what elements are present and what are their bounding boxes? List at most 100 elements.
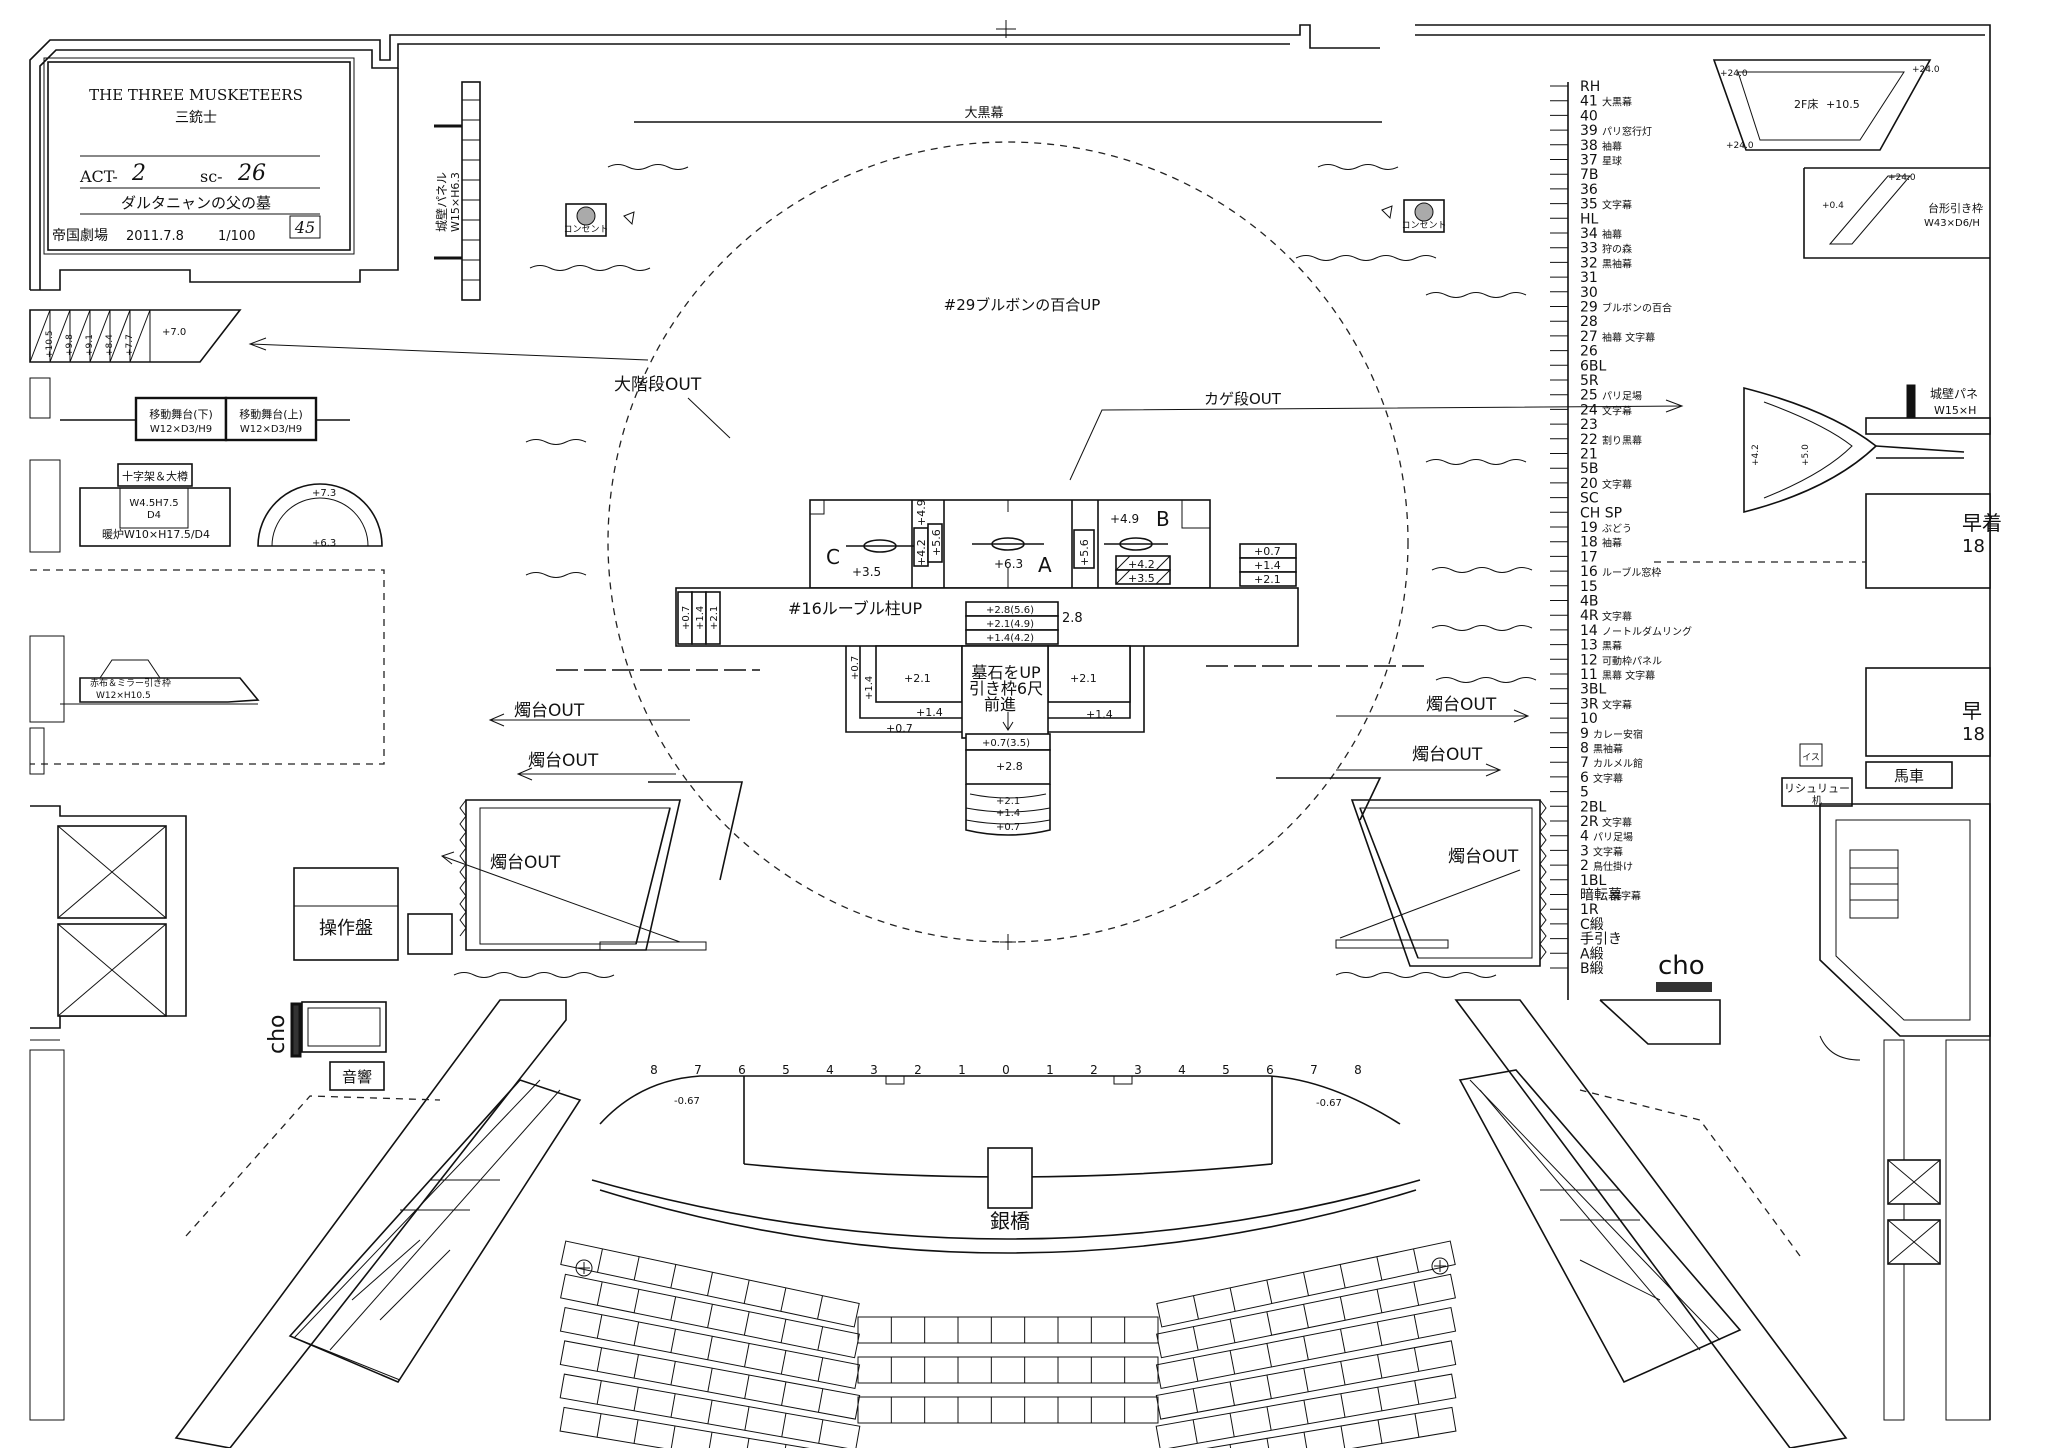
seat-row — [559, 1373, 861, 1448]
kage-stairs-out: カゲ段OUT — [1069, 390, 1684, 481]
rw-14: +1.4 — [1086, 708, 1113, 721]
lw-14v: +1.4 — [864, 676, 875, 700]
down-step-4: +1.4 — [996, 808, 1020, 819]
fly-bar-label: 1BL — [1580, 873, 1607, 889]
seat-row — [559, 1307, 861, 1389]
scene-number: 26 — [237, 161, 266, 186]
second-floor-105: +10.5 — [1826, 98, 1860, 111]
center-step-1: +2.8(5.6) — [986, 605, 1034, 616]
fly-bar-label: B緞 — [1580, 961, 1604, 977]
stage-number: 7 — [694, 1063, 702, 1077]
fly-bar-note: 文字幕 — [1602, 698, 1632, 711]
fly-bar-note: ぶどう — [1602, 523, 1632, 535]
stage-number: 1 — [1046, 1063, 1054, 1077]
cart-size: W12×H10.5 — [96, 691, 151, 701]
fly-bar-label: 1R — [1580, 902, 1599, 918]
fly-bar-label: 暗転幕 — [1580, 888, 1622, 904]
black-curtain-label: 大黒幕 — [964, 106, 1003, 121]
act-number: 2 — [131, 161, 146, 186]
left-step-14: +1.4 — [695, 606, 706, 630]
plat-a-height: +6.3 — [994, 557, 1023, 571]
fly-bar-label: 24 — [1580, 402, 1598, 418]
candle-out-3: 燭台OUT — [1426, 695, 1497, 715]
fly-bar-note: 文字幕 — [1593, 772, 1623, 785]
richelieu-label: リシュリュー — [1784, 782, 1850, 795]
lily-label: #29ブルボンの百合UP — [944, 296, 1101, 314]
seat-row — [559, 1406, 861, 1448]
step-42-label: +4.2 — [915, 539, 928, 566]
fly-bar-label: 15 — [1580, 579, 1598, 595]
stage-number: 5 — [1222, 1063, 1230, 1077]
seat-row — [1155, 1373, 1457, 1448]
castle-wall-right-size: W15×H — [1934, 404, 1976, 417]
seat-row — [1155, 1406, 1457, 1448]
plat-c-height: +3.5 — [852, 565, 881, 579]
right-side-scenery: 2F床 +10.5 +24.0 +24.0 +24.0 +24.0 +0.4 台… — [1599, 59, 2002, 1421]
quick-change-num: 18 — [1962, 536, 1985, 557]
center-platforms: C +3.5 +6.3 A +4.9 B +4.2 +4.9 +5.6 +5.6… — [675, 499, 1299, 836]
zone-b-letter: B — [1156, 507, 1170, 531]
arch-63: +6.3 — [312, 538, 336, 549]
fly-bar-label: 12 — [1580, 652, 1598, 668]
fly-bar-note: 鳥仕掛け — [1593, 860, 1633, 873]
fly-bar-label: 29 — [1580, 300, 1598, 316]
stair-91: +9.1 — [85, 334, 95, 356]
stage-number: 8 — [1354, 1063, 1362, 1077]
fly-bar-note: 黒袖幕 — [1593, 743, 1623, 756]
act-label: ACT- — [79, 167, 118, 186]
side-gallery-left — [174, 999, 582, 1448]
candle-out-2: 燭台OUT — [528, 751, 599, 771]
tomb-label-3: 前進 — [984, 695, 1016, 714]
plat-b2-height: +4.2 — [1128, 558, 1155, 571]
fly-bar-label: 7 — [1580, 755, 1589, 771]
fly-bar-note: ルーブル窓枠 — [1602, 566, 1661, 579]
castle-wall-label: 城壁パネル — [434, 172, 449, 232]
fly-bar-label: 20 — [1580, 476, 1598, 492]
candle-out-labels: 燭台OUT 燭台OUT 燭台OUT 燭台OUT 燭台OUT 燭台OUT — [488, 695, 1530, 873]
fly-bar-note: 星球 — [1602, 155, 1622, 168]
fireplace-depth: D4 — [147, 510, 161, 521]
candle-out-1: 燭台OUT — [514, 701, 585, 721]
fan-50: +5.0 — [1801, 444, 1811, 466]
seat-row — [1155, 1340, 1457, 1420]
quick-change2-num: 18 — [1962, 724, 1985, 745]
kage-stairs-label: カゲ段OUT — [1204, 390, 1282, 408]
fan-42: +4.2 — [1751, 444, 1761, 466]
stage-number: 7 — [1310, 1063, 1318, 1077]
step-49-label: +4.9 — [915, 499, 928, 526]
mobile-stage-upper-size: W12×D3/H9 — [240, 424, 302, 435]
seat-row — [857, 1356, 1159, 1384]
fly-bar-label: 5 — [1580, 785, 1589, 801]
rw-21: +2.1 — [1070, 672, 1097, 685]
richelieu-desk: 机 — [1812, 794, 1822, 807]
fly-bar-note: パリ足場 — [1602, 390, 1642, 403]
seat-row — [857, 1316, 1159, 1344]
drawing-date: 2011.7.8 — [126, 229, 184, 244]
seat-row — [857, 1396, 1159, 1424]
down-step-2: +2.8 — [996, 760, 1023, 773]
seat-row — [1156, 1240, 1456, 1328]
down-step-3: +2.1 — [996, 796, 1020, 807]
seat-row — [1155, 1307, 1457, 1389]
fly-bar-label: CH SP — [1580, 505, 1622, 521]
stage-number: 0 — [1002, 1063, 1010, 1077]
control-panel-label: 操作盤 — [319, 918, 373, 939]
left-lower-structures: 操作盤 cho 音響 — [29, 805, 453, 1421]
fly-bar-note: ノートルダムリング — [1602, 625, 1692, 638]
stage-number: 2 — [914, 1063, 922, 1077]
fireplace-inner: W4.5H7.5 — [129, 498, 178, 509]
lw-07: +0.7 — [886, 722, 913, 735]
wave-lines — [453, 164, 1537, 978]
right-step-21: +2.1 — [1254, 573, 1281, 586]
fly-bar-label: 3R — [1580, 696, 1599, 712]
mobile-stage-lower-size: W12×D3/H9 — [150, 424, 212, 435]
chair-label: イス — [1802, 753, 1820, 763]
fly-bar-label: HL — [1580, 211, 1599, 227]
candle-out-6: 燭台OUT — [1448, 847, 1519, 867]
stair-77: +7.7 — [125, 334, 135, 356]
fly-bar-label: A緞 — [1580, 946, 1604, 962]
scene-label: sc- — [200, 167, 223, 186]
